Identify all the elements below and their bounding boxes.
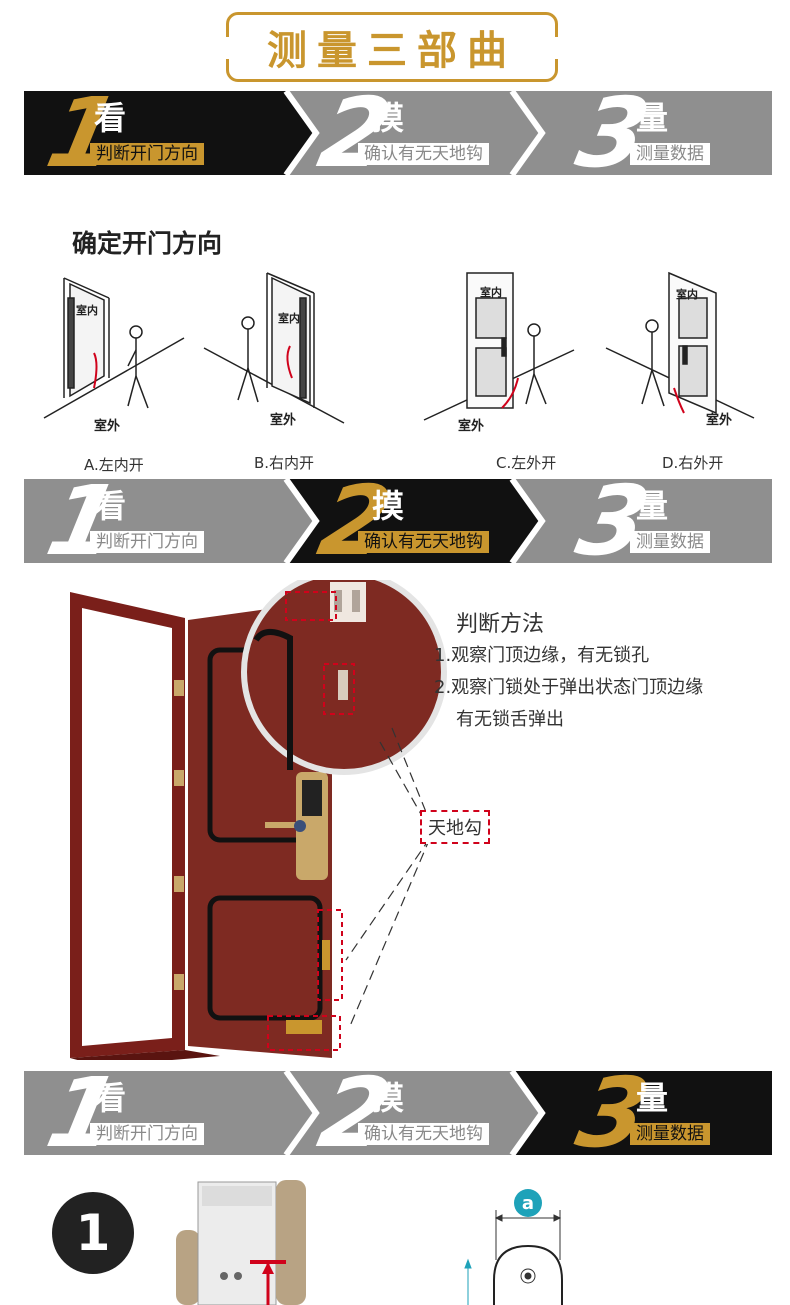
step-subtitle: 确认有无天地钩	[358, 1123, 489, 1145]
section-title-door-direction: 确定开门方向	[72, 229, 223, 258]
step-heading: 量	[636, 487, 669, 525]
step-subtitle: 判断开门方向	[90, 1123, 204, 1145]
method-line-3: 有无锁舌弹出	[456, 709, 564, 730]
indoor-label-c: 室内	[480, 285, 502, 299]
step-2: 2 摸 确认有无天地钩	[310, 77, 516, 189]
caption-a: A.左内开	[84, 456, 144, 474]
step-2: 2 摸 确认有无天地钩	[310, 465, 516, 577]
step-heading: 量	[636, 1079, 669, 1117]
indoor-label-d: 室内	[676, 287, 698, 301]
door-diagram-a	[43, 277, 185, 419]
step-subtitle: 测量数据	[630, 531, 710, 553]
step-heading: 看	[94, 487, 127, 525]
indoor-label-b: 室内	[278, 311, 300, 325]
step-1: 1 看 判断开门方向	[24, 77, 286, 189]
outdoor-label-c: 室外	[458, 418, 484, 434]
lock-edge-illustration	[176, 1180, 306, 1305]
page-title-frame: 测量三部曲	[223, 12, 561, 82]
faceplate-dimension-diagram	[464, 1210, 563, 1305]
step-heading: 摸	[372, 99, 405, 137]
method-line-2: 2.观察门锁处于弹出状态门顶边缘	[434, 677, 704, 698]
outdoor-label-b: 室外	[270, 412, 296, 428]
step-3: 3 量 测量数据	[544, 465, 772, 577]
step-subtitle: 确认有无天地钩	[358, 143, 489, 165]
door-direction-illustrations: 室内 室内 室内 室内 室外 室外 室外 室外	[43, 271, 755, 434]
outdoor-label-a: 室外	[94, 418, 120, 434]
step-1: 1 看 判断开门方向	[24, 1057, 286, 1169]
step-heading: 看	[94, 1079, 127, 1117]
step-subtitle: 判断开门方向	[90, 531, 204, 553]
step-heading: 摸	[372, 1079, 405, 1117]
method-line-1: 1.观察门顶边缘，有无锁孔	[434, 645, 650, 666]
door-diagram-c	[423, 272, 575, 421]
caption-b: B.右内开	[254, 454, 315, 472]
dimension-a-badge: a	[514, 1189, 542, 1217]
step-bar-measure: 1 看 判断开门方向 2 摸 确认有无天地钩 3 量 测量数据	[24, 1057, 772, 1169]
step-1: 1 看 判断开门方向	[24, 465, 286, 577]
indoor-label-a: 室内	[76, 303, 98, 317]
door-diagram-b	[203, 272, 345, 424]
step-subtitle: 测量数据	[630, 143, 710, 165]
hook-label: 天地勾	[420, 810, 490, 844]
step-3: 3 量 测量数据	[544, 1057, 772, 1169]
step-heading: 量	[636, 99, 669, 137]
step-subtitle: 确认有无天地钩	[358, 531, 489, 553]
page-title: 测量三部曲	[267, 28, 517, 74]
step-bar-look: 1 看 判断开门方向 2 摸 确认有无天地钩 3 量 测量数据	[24, 77, 772, 189]
step-heading: 摸	[372, 487, 405, 525]
method-title: 判断方法	[456, 612, 545, 637]
door-hook-illustration	[70, 580, 447, 1060]
step-3: 3 量 测量数据	[544, 77, 772, 189]
caption-d: D.右外开	[662, 454, 724, 472]
door-diagram-d	[605, 271, 755, 419]
step-bar-touch: 1 看 判断开门方向 2 摸 确认有无天地钩 3 量 测量数据	[24, 465, 772, 577]
step-heading: 看	[94, 99, 127, 137]
step-subtitle: 判断开门方向	[90, 143, 204, 165]
step-subtitle: 测量数据	[630, 1123, 710, 1145]
caption-c: C.左外开	[496, 454, 557, 472]
outdoor-label-d: 室外	[706, 412, 732, 428]
measure-step-number: 1	[52, 1192, 134, 1274]
step-2: 2 摸 确认有无天地钩	[310, 1057, 516, 1169]
